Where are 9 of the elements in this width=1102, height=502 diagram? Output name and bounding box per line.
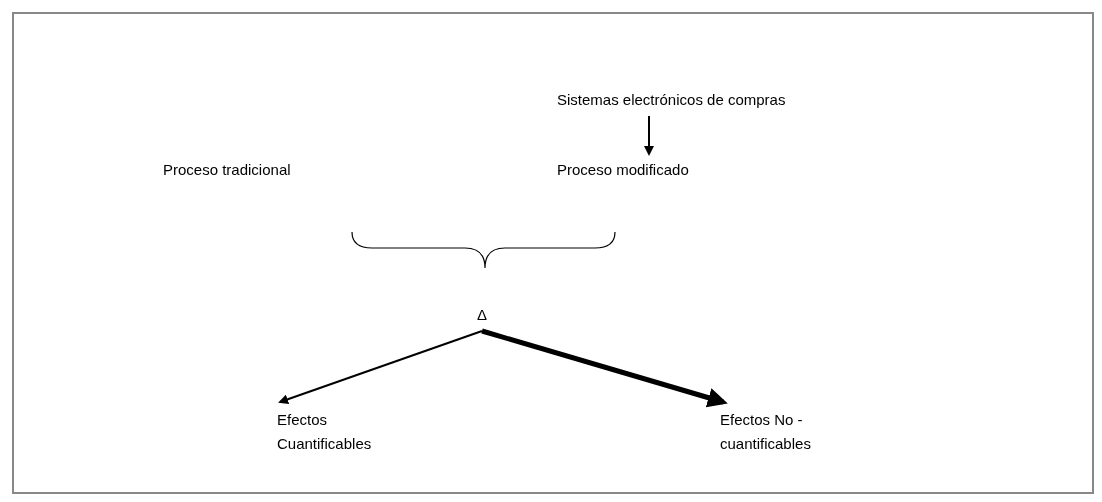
node-label: Δ (477, 305, 488, 325)
arrow (644, 115, 654, 156)
node-label: Sistemas electrónicos de compras (557, 90, 786, 110)
node-label: Proceso tradicional (163, 160, 291, 180)
node-label: Efectos Cuantificables (277, 410, 373, 454)
node-label: Proceso modificado (557, 160, 689, 180)
arrow (481, 328, 728, 408)
arrow (278, 330, 483, 405)
node-label: Efectos No - cuantificables (720, 410, 812, 454)
